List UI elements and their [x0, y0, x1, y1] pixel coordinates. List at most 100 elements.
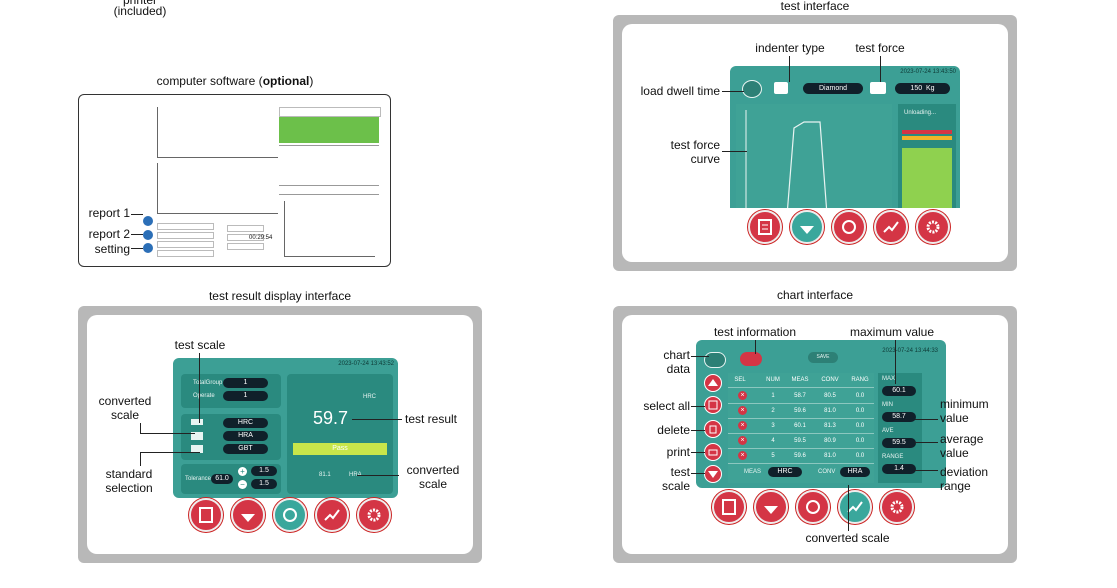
conv-scale-value[interactable]: HRA	[840, 467, 870, 477]
select-all-icon	[708, 400, 718, 410]
tolerance-value[interactable]: 61.0	[211, 474, 233, 484]
table-row[interactable]: × 5 59.6 81.0 0.0	[728, 449, 874, 464]
select-all-label: select all	[643, 399, 690, 413]
gear-icon	[926, 220, 940, 234]
run-button[interactable]	[790, 210, 824, 244]
table-row[interactable]: × 3 60.1 81.3 0.0	[728, 419, 874, 434]
print-label: print	[666, 445, 690, 459]
deselect-icon[interactable]: ×	[738, 436, 747, 445]
totalgroup-value[interactable]: 1	[223, 378, 268, 388]
report-button[interactable]	[748, 210, 782, 244]
chart-data-label-2: data	[666, 362, 690, 376]
result-settings-button[interactable]	[357, 498, 391, 532]
print-button[interactable]	[704, 443, 722, 461]
range-label: RANGE	[882, 454, 904, 460]
software-chart-2	[157, 163, 278, 214]
minimum-value-label-1: minimum	[940, 397, 989, 411]
dwell-time-icon[interactable]	[742, 80, 762, 98]
chart-button[interactable]	[874, 210, 908, 244]
result-timestamp: 2023-07-24 13:43:52	[338, 361, 394, 367]
save-button[interactable]: SAVE	[808, 352, 838, 363]
maximum-value-label: maximum value	[849, 325, 935, 339]
test-information-button[interactable]	[740, 352, 762, 366]
chart-run-button[interactable]	[754, 490, 788, 524]
deselect-icon[interactable]: ×	[738, 391, 747, 400]
scroll-down-button[interactable]	[704, 465, 722, 483]
report-icon	[199, 507, 213, 523]
converted-scale-chart-label: converted scale	[805, 531, 890, 545]
stats-column: MAX 60.1 MIN 58.7 AVE 59.5 RANGE 1.4	[878, 373, 922, 483]
plus-value[interactable]: 1.5	[251, 466, 277, 476]
max-value: 60.1	[882, 386, 916, 396]
indenter-type-label: indenter type	[755, 41, 825, 55]
table-row[interactable]: × 1 58.7 80.5 0.0	[728, 389, 874, 404]
converted-scale-right-label-2: scale	[418, 477, 447, 491]
standard-selection-label-2: selection	[105, 481, 153, 495]
auto-icon	[283, 508, 297, 522]
test-information-label: test information	[713, 325, 797, 339]
result-chart-button[interactable]	[315, 498, 349, 532]
chart-data-label-1: chart	[663, 348, 690, 362]
minus-value[interactable]: 1.5	[251, 479, 277, 489]
report2-icon[interactable]	[143, 230, 153, 240]
converted-scale-field[interactable]: HRA	[223, 431, 268, 441]
chart-auto-button[interactable]	[796, 490, 830, 524]
converted-unit: HRA	[349, 472, 362, 478]
scale-icon	[191, 419, 203, 425]
select-all-button[interactable]	[704, 396, 722, 414]
indenter-icon	[774, 82, 788, 94]
indenter-value[interactable]: Diamond	[803, 83, 863, 94]
run-icon	[241, 514, 255, 522]
col-conv: CONV	[821, 377, 839, 383]
deselect-icon[interactable]: ×	[738, 421, 747, 430]
setting-icon[interactable]	[143, 243, 153, 253]
chevron-down-icon	[708, 471, 718, 478]
result-run-button[interactable]	[231, 498, 265, 532]
deselect-icon[interactable]: ×	[738, 406, 747, 415]
report1-icon[interactable]	[143, 216, 153, 226]
table-row[interactable]: × 2 59.6 81.0 0.0	[728, 404, 874, 419]
force-value[interactable]: 150 Kg	[895, 83, 950, 94]
test-scale-field[interactable]: HRC	[223, 418, 268, 428]
deviation-range-label-1: deviation	[940, 465, 989, 479]
auto-button[interactable]	[832, 210, 866, 244]
table-row[interactable]: × 4 59.5 80.9 0.0	[728, 434, 874, 449]
gear-icon	[890, 500, 904, 514]
converted-value: 81.1	[319, 472, 331, 478]
chart-data-button[interactable]	[704, 352, 726, 368]
settings-button[interactable]	[916, 210, 950, 244]
report2-label: report 2	[88, 227, 130, 241]
scroll-up-button[interactable]	[704, 374, 722, 392]
test-scale-chart-label-2: scale	[661, 479, 690, 493]
pass-badge: Pass	[293, 443, 387, 455]
load-dwell-time-label: load dwell time	[640, 84, 720, 98]
minus-icon[interactable]: −	[238, 480, 247, 489]
plus-icon[interactable]: +	[238, 467, 247, 476]
auto-icon	[806, 500, 820, 514]
result-scale-name: HRC	[363, 394, 376, 400]
chart-chart-button[interactable]	[838, 490, 872, 524]
result-screen: 2023-07-24 13:43:52 TotalGroup 1 Operate…	[173, 358, 398, 498]
converted-scale-left-label-1: converted	[98, 394, 152, 408]
deselect-icon[interactable]: ×	[738, 451, 747, 460]
delete-button[interactable]	[704, 420, 722, 438]
max-label: MAX	[882, 376, 896, 382]
deviation-range-label-2: range	[940, 479, 971, 493]
average-value-label-2: value	[940, 446, 969, 460]
force-icon	[870, 82, 886, 94]
meas-scale-value[interactable]: HRC	[768, 467, 802, 477]
result-report-button[interactable]	[189, 498, 223, 532]
chart-settings-button[interactable]	[880, 490, 914, 524]
standard-field[interactable]: GBT	[223, 444, 268, 454]
software-header-row	[279, 185, 379, 195]
result-auto-button[interactable]	[273, 498, 307, 532]
setting-label: setting	[94, 242, 130, 256]
test-result-label: test result	[405, 412, 458, 426]
software-name-field[interactable]	[279, 107, 381, 117]
standard-selection-label-1: standard	[105, 467, 153, 481]
report1-label: report 1	[88, 206, 130, 220]
col-meas: MEAS	[791, 377, 809, 383]
test-timestamp: 2023-07-24 13:43:50	[900, 69, 956, 75]
operate-value[interactable]: 1	[223, 391, 268, 401]
chart-report-button[interactable]	[712, 490, 746, 524]
